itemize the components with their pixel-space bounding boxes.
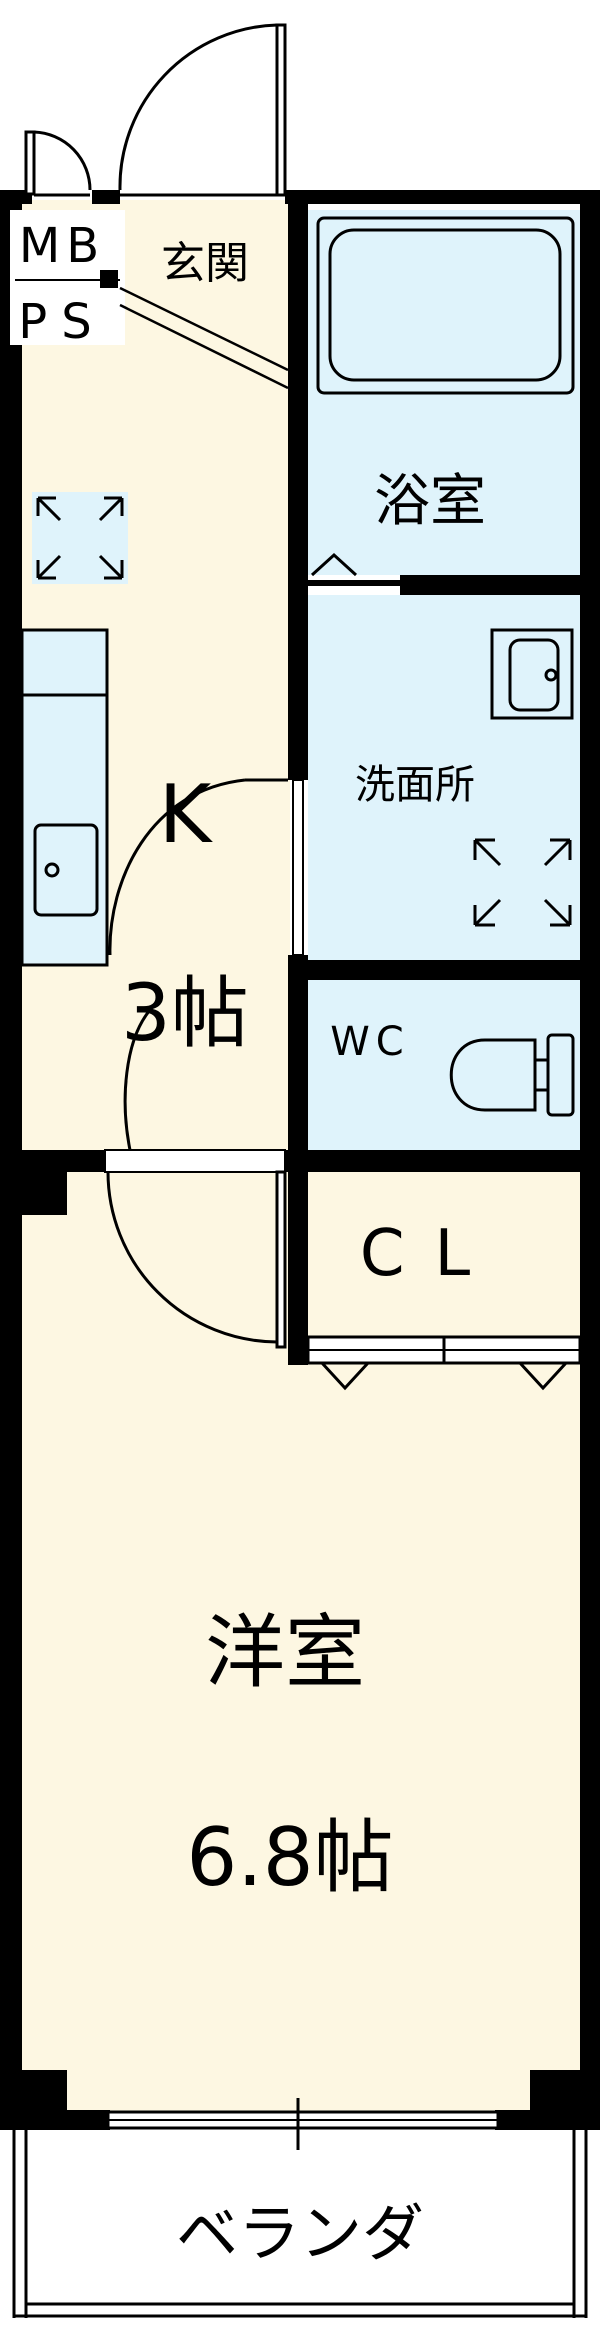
- toilet-bowl: [449, 1038, 537, 1112]
- wash-basin-counter: [490, 628, 574, 720]
- bath-door-mark: [310, 552, 358, 577]
- entrance-label: 玄関: [161, 238, 249, 289]
- washroom-fan-arrows: [473, 838, 572, 927]
- mb-label: MB: [19, 218, 105, 274]
- closet-door-icon[interactable]: [306, 1335, 582, 1391]
- corner-post-bottom-right: [530, 2070, 580, 2115]
- western-room-label: 洋室: [205, 1606, 365, 1699]
- washroom-door-swing: [108, 778, 246, 956]
- toilet-tank: [546, 1033, 575, 1117]
- veranda: [12, 2130, 588, 2318]
- room-door-swing: [106, 1171, 278, 1344]
- wc-floor: [308, 980, 580, 1150]
- kitchen-fan-arrows: [36, 496, 124, 580]
- front-door-swing: [118, 23, 278, 191]
- wall-kitchen-wet-divider-upper: [288, 190, 308, 780]
- door-swing-icon: [108, 778, 288, 1151]
- wall-cl-left: [288, 1150, 308, 1365]
- bathtub-inner: [328, 228, 562, 382]
- wc-label: WC: [330, 1019, 409, 1065]
- kitchen-sink-icon: [33, 823, 99, 917]
- front-door-icon[interactable]: [118, 23, 287, 197]
- kitchen-sink-drain: [44, 862, 60, 878]
- mb-door-leaf: [24, 130, 36, 196]
- kitchen-counter: [20, 628, 109, 967]
- bathtub-icon: [316, 216, 575, 395]
- mb-door-icon[interactable]: [24, 130, 92, 197]
- veranda-label: ベランダ: [176, 2197, 424, 2270]
- kitchen-sink-basin: [33, 823, 99, 917]
- bathtub-outer: [316, 216, 575, 395]
- closet-label: CL: [360, 1217, 500, 1291]
- front-door-leaf: [275, 23, 287, 197]
- wash-basin-bowl: [508, 638, 560, 712]
- toilet-icon: [449, 1033, 575, 1117]
- corner-post-bottom-left: [22, 2070, 67, 2115]
- mb-door-swing: [33, 130, 92, 191]
- ventilation-fan-icon: [473, 838, 572, 927]
- wall-kitchen-room-door-gap: [104, 1149, 286, 1173]
- wash-basin-drain: [544, 668, 558, 682]
- kitchen-room-door-swing: [123, 1009, 152, 1151]
- mb-ps-post: [100, 270, 118, 288]
- ventilation-fan-icon: [32, 492, 128, 584]
- wall-kitchen-wet-divider-lower: [288, 955, 308, 1155]
- kitchen-size-label: 3帖: [121, 969, 249, 1059]
- wall-top-mb: [92, 190, 120, 204]
- western-room-size-label: 6.8帖: [186, 1811, 393, 1904]
- balcony-window[interactable]: [106, 2098, 500, 2150]
- entrance-step-line-2: [119, 303, 289, 390]
- kitchen-type-label: K: [159, 768, 214, 861]
- room-door-icon[interactable]: [106, 1170, 287, 1349]
- washroom-floor: [308, 595, 580, 960]
- ps-label: PS: [18, 294, 105, 350]
- wall-kitchen-wet-door-gap: [292, 779, 304, 956]
- wall-bath-wash: [400, 575, 600, 595]
- wall-wash-wc: [288, 960, 600, 980]
- veranda-floor: [22, 2130, 578, 2320]
- entrance-step-line-1: [119, 286, 289, 372]
- bath-label: 浴室: [374, 469, 486, 534]
- wash-basin-icon: [490, 628, 574, 720]
- closet-door-mark-left: [320, 1361, 370, 1391]
- wall-top-right: [285, 190, 600, 204]
- room-door-leaf: [275, 1170, 287, 1349]
- washroom-label: 洗面所: [355, 762, 475, 808]
- closet-door-mark-right: [518, 1361, 568, 1391]
